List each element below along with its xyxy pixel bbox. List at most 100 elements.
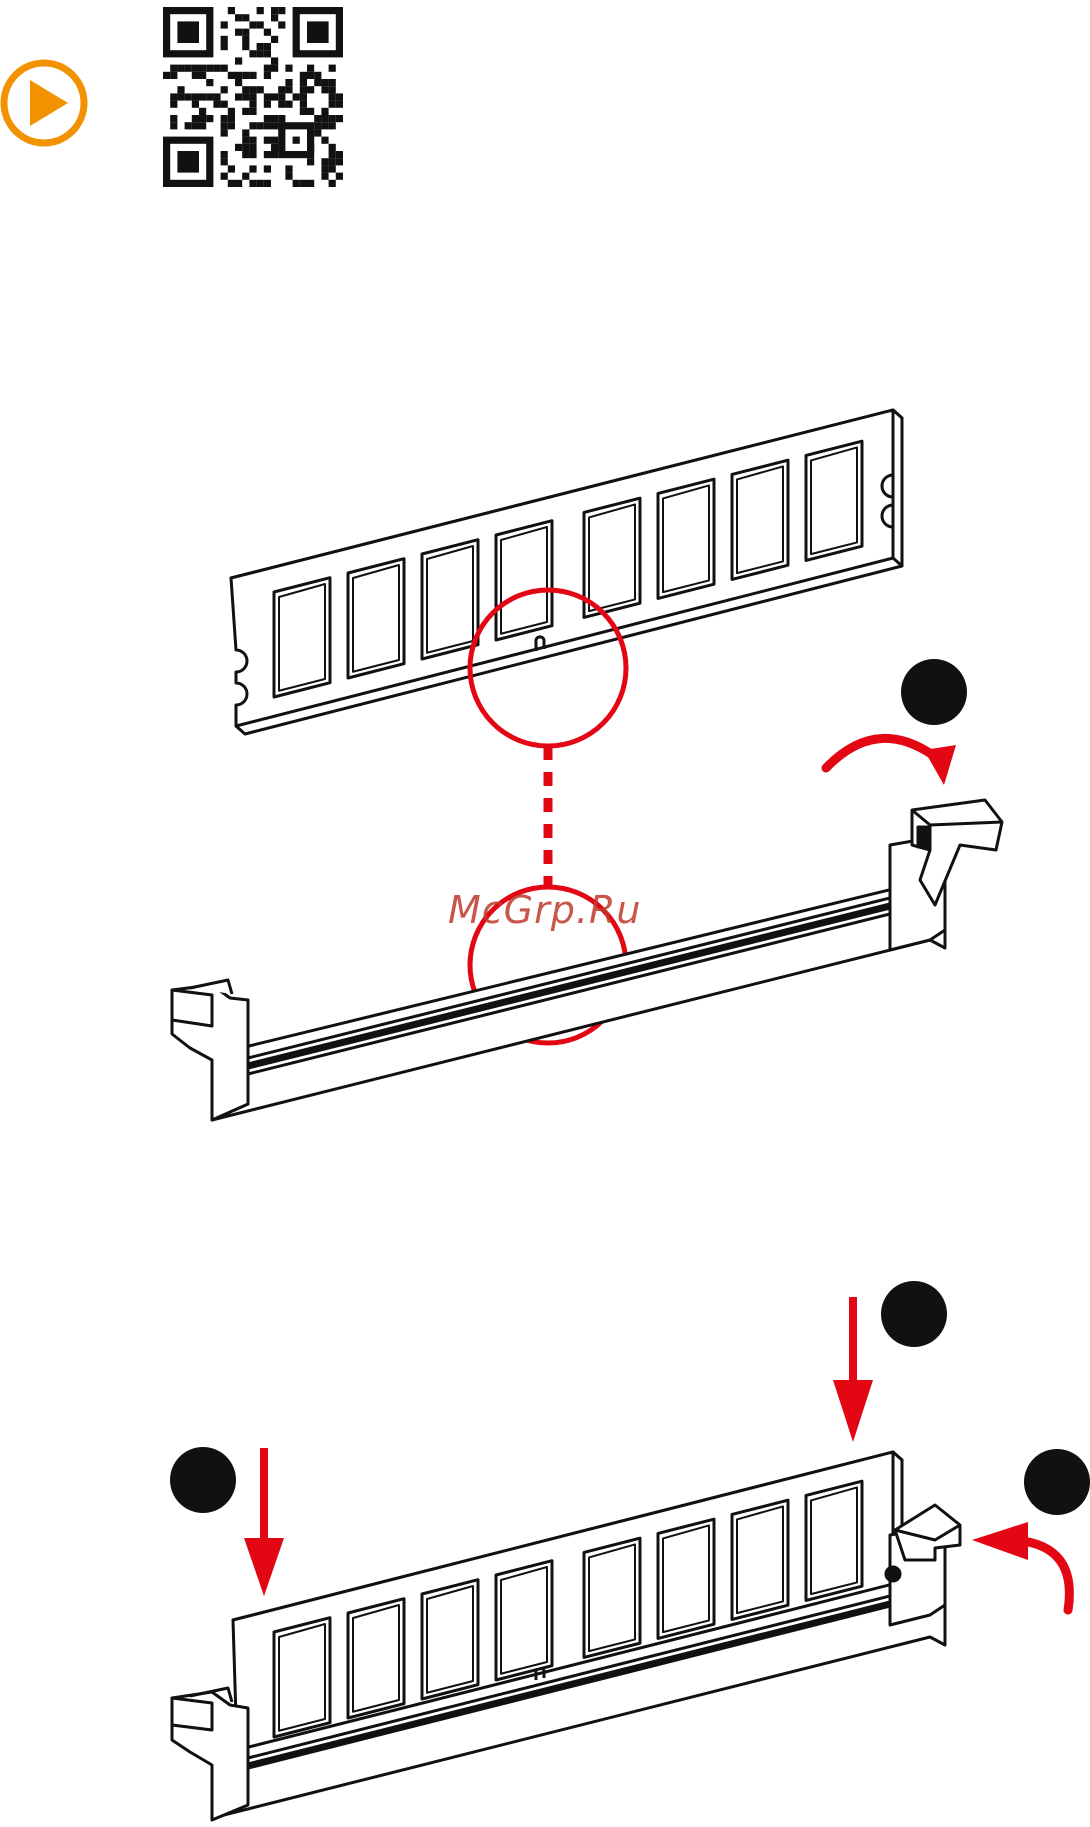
qr-module [321, 86, 328, 93]
qr-module [314, 115, 321, 122]
qr-module [192, 65, 199, 72]
qr-module [271, 7, 278, 14]
qr-module [293, 93, 300, 100]
qr-module [192, 93, 199, 100]
qr-module [264, 151, 271, 158]
qr-module [336, 158, 343, 165]
qr-module [177, 86, 184, 93]
qr-module [163, 72, 170, 79]
qr-module [264, 165, 271, 172]
qr-module [235, 180, 242, 187]
watermark-text: McGrp.Ru [448, 888, 641, 932]
qr-module [170, 93, 177, 100]
step-3-marker [881, 1281, 947, 1347]
qr-module [321, 122, 328, 129]
qr-module [249, 50, 256, 57]
memory-chip-face [589, 504, 635, 611]
qr-module [235, 14, 242, 21]
qr-module [213, 93, 220, 100]
qr-module [170, 115, 177, 122]
qr-module [278, 7, 285, 14]
play-icon[interactable] [4, 63, 84, 143]
qr-module [221, 158, 228, 165]
qr-module [177, 65, 184, 72]
qr-module [242, 29, 249, 36]
qr-module [321, 173, 328, 180]
qr-module [221, 173, 228, 180]
qr-module [300, 180, 307, 187]
memory-chip-face [737, 466, 783, 573]
qr-module [199, 108, 206, 115]
qr-module [300, 101, 307, 108]
qr-module [221, 36, 228, 43]
qr-module [257, 50, 264, 57]
qr-module [307, 108, 314, 115]
qr-module [264, 137, 271, 144]
qr-module [285, 173, 292, 180]
qr-module [336, 115, 343, 122]
press-down-arrow-right-icon [833, 1297, 873, 1442]
qr-module [228, 115, 235, 122]
qr-module [307, 65, 314, 72]
qr-module [242, 129, 249, 136]
qr-module [300, 93, 307, 100]
qr-module [271, 36, 278, 43]
qr-module [278, 21, 285, 28]
qr-module [192, 72, 199, 79]
qr-module [228, 122, 235, 129]
qr-module [264, 101, 271, 108]
memory-chip-face [427, 1586, 473, 1693]
qr-module [329, 165, 336, 172]
qr-module [228, 108, 235, 115]
qr-module [321, 108, 328, 115]
qr-module [307, 21, 329, 43]
qr-module [293, 137, 300, 144]
qr-module [300, 79, 307, 86]
memory-module-top [231, 410, 902, 734]
qr-module [228, 180, 235, 187]
qr-module [264, 93, 271, 100]
qr-module [242, 86, 249, 93]
qr-module [235, 72, 242, 79]
qr-module [221, 86, 228, 93]
qr-module [199, 93, 206, 100]
qr-module [329, 158, 336, 165]
qr-module [257, 43, 264, 50]
qr-module [336, 93, 343, 100]
qr-module [329, 79, 336, 86]
qr-module [242, 14, 249, 21]
qr-module [206, 115, 213, 122]
qr-module [221, 101, 228, 108]
qr-module [170, 122, 177, 129]
qr-module [278, 115, 285, 122]
qr-module [264, 115, 271, 122]
qr-module [199, 72, 206, 79]
qr-module [192, 101, 199, 108]
qr-module [285, 79, 292, 86]
qr-module [242, 173, 249, 180]
qr-module [249, 180, 256, 187]
qr-module [221, 129, 228, 136]
qr-module [177, 21, 199, 43]
qr-module [321, 79, 328, 86]
qr-module [329, 144, 336, 151]
qr-module [199, 65, 206, 72]
qr-module [336, 101, 343, 108]
qr-module [185, 65, 192, 72]
memory-chip-face [279, 1624, 325, 1731]
qr-module [329, 151, 336, 158]
qr-module [271, 144, 278, 151]
qr-code-icon[interactable] [163, 7, 343, 187]
step-2-marker [170, 1447, 236, 1513]
qr-module [307, 158, 314, 165]
qr-module [206, 93, 213, 100]
qr-module [185, 93, 192, 100]
qr-module [314, 122, 321, 129]
qr-module [242, 93, 249, 100]
qr-module [257, 180, 264, 187]
qr-module [249, 101, 256, 108]
qr-module [221, 122, 228, 129]
qr-module [336, 151, 343, 158]
press-down-arrow-left-icon [244, 1448, 284, 1596]
qr-module [249, 137, 256, 144]
